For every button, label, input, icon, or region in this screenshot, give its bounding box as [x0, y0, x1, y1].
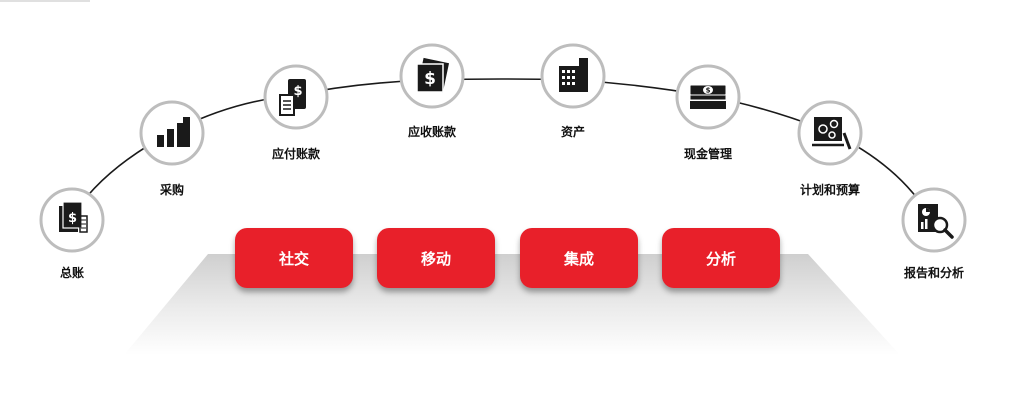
node-cash: $: [675, 64, 741, 130]
node-reporting: [901, 187, 967, 253]
node-ledger: $: [39, 187, 105, 253]
svg-text:$: $: [68, 211, 77, 226]
node-label-reporting: 报告和分析: [903, 266, 965, 280]
pillar-social: 社交: [235, 228, 353, 288]
node-purchasing: [139, 100, 205, 166]
node-payable: $: [263, 64, 329, 130]
bar-chart-icon: [157, 117, 190, 147]
pillar-analytics: 分析: [662, 228, 780, 288]
building-icon: [559, 58, 588, 92]
node-label-receivable: 应收账款: [407, 125, 457, 139]
node-label-ledger: 总账: [59, 266, 85, 280]
node-label-payable: 应付账款: [271, 147, 321, 161]
pillar-integration: 集成: [520, 228, 638, 288]
top-edge-line: [0, 0, 90, 2]
node-label-cash: 现金管理: [683, 147, 733, 161]
ledger-icon: $: [59, 201, 88, 233]
pillar-mobile: 移动: [377, 228, 495, 288]
node-label-planning: 计划和预算: [799, 183, 861, 197]
report-magnifier-icon: [918, 204, 954, 239]
svg-text:$: $: [706, 87, 711, 95]
cash-stack-icon: $: [689, 84, 727, 109]
receivable-icon: $: [416, 57, 450, 93]
svg-text:$: $: [293, 84, 302, 99]
node-assets: [540, 43, 606, 109]
node-receivable: $: [399, 43, 465, 109]
planning-icon: [812, 117, 852, 150]
node-label-assets: 资产: [560, 125, 586, 139]
payable-icon: $: [279, 79, 306, 116]
node-label-purchasing: 采购: [159, 183, 185, 197]
svg-text:$: $: [424, 69, 436, 89]
node-planning: [797, 100, 863, 166]
